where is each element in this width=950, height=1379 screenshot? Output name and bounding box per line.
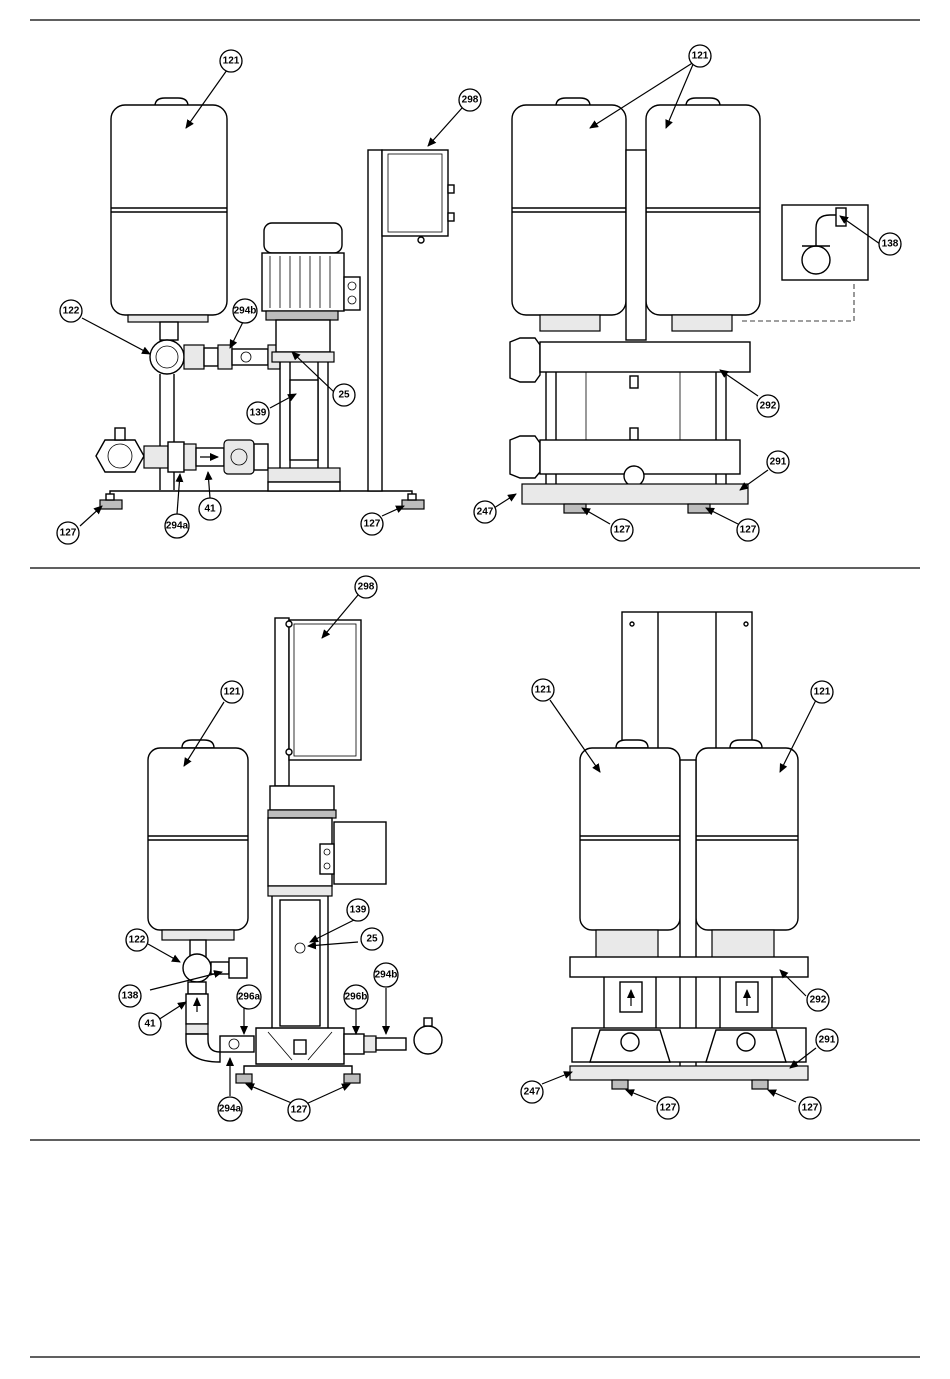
callout-296a: 296a	[237, 985, 261, 1009]
svg-text:294a: 294a	[166, 521, 189, 532]
svg-text:296a: 296a	[238, 992, 261, 1003]
svg-text:127: 127	[614, 525, 631, 536]
svg-text:139: 139	[350, 905, 367, 916]
svg-text:247: 247	[524, 1087, 541, 1098]
svg-text:41: 41	[204, 504, 216, 515]
callout-296b: 296b	[344, 985, 368, 1009]
svg-text:292: 292	[810, 995, 827, 1006]
svg-text:294b: 294b	[234, 306, 257, 317]
callout-247: 247	[474, 501, 496, 523]
callout-25: 25	[333, 384, 355, 406]
callout-25: 25	[361, 928, 383, 950]
svg-text:127: 127	[364, 519, 381, 530]
callout-292: 292	[757, 395, 779, 417]
callout-122: 122	[60, 300, 82, 322]
expansion-tank-left	[512, 98, 626, 331]
svg-text:25: 25	[366, 934, 378, 945]
svg-text:138: 138	[882, 239, 899, 250]
view-single-pump-side	[96, 98, 454, 509]
callout-291: 291	[816, 1029, 838, 1051]
svg-text:121: 121	[224, 687, 241, 698]
callout-298: 298	[459, 89, 481, 111]
svg-text:127: 127	[291, 1105, 308, 1116]
callout-127: 127	[799, 1097, 821, 1119]
svg-text:294a: 294a	[219, 1104, 242, 1115]
callout-294a: 294a	[165, 514, 189, 538]
svg-text:122: 122	[63, 306, 80, 317]
base-frame-side	[236, 1066, 360, 1083]
svg-text:127: 127	[60, 528, 77, 539]
svg-text:298: 298	[462, 95, 479, 106]
expansion-tank-rear-right	[696, 740, 798, 960]
callout-127: 127	[288, 1099, 310, 1121]
control-box	[368, 150, 454, 491]
svg-text:291: 291	[819, 1035, 836, 1046]
callout-294b: 294b	[374, 963, 398, 987]
callout-121: 121	[689, 45, 711, 67]
callout-294b: 294b	[233, 299, 257, 323]
expansion-tank-rear-left	[580, 740, 680, 960]
callout-138: 138	[879, 233, 901, 255]
discharge-right-front	[344, 1018, 442, 1054]
view-twin-pump-front	[510, 98, 868, 513]
callout-298: 298	[355, 576, 377, 598]
callout-41: 41	[199, 498, 221, 520]
svg-text:291: 291	[770, 457, 787, 468]
svg-text:121: 121	[692, 51, 709, 62]
svg-text:121: 121	[223, 56, 240, 67]
svg-text:296b: 296b	[345, 992, 368, 1003]
svg-text:121: 121	[814, 687, 831, 698]
callout-291: 291	[767, 451, 789, 473]
svg-text:127: 127	[740, 525, 757, 536]
svg-text:127: 127	[802, 1103, 819, 1114]
suction-line	[96, 428, 268, 474]
callout-41: 41	[139, 1013, 161, 1035]
callout-121: 121	[221, 681, 243, 703]
svg-text:127: 127	[660, 1103, 677, 1114]
callout-139: 139	[347, 899, 369, 921]
callout-127: 127	[361, 513, 383, 535]
callout-122: 122	[126, 929, 148, 951]
svg-text:294b: 294b	[375, 970, 398, 981]
callout-127: 127	[611, 519, 633, 541]
svg-text:41: 41	[144, 1019, 156, 1030]
base-frame-rear	[570, 1066, 808, 1089]
callout-127: 127	[57, 522, 79, 544]
svg-text:25: 25	[338, 390, 350, 401]
callout-139: 139	[247, 402, 269, 424]
view-single-pump-front	[148, 618, 442, 1083]
callout-121: 121	[532, 679, 554, 701]
view-twin-pump-rear	[570, 612, 808, 1089]
expansion-tank	[111, 98, 227, 340]
svg-text:122: 122	[129, 935, 146, 946]
base-frame-front	[522, 484, 748, 513]
svg-text:298: 298	[358, 582, 375, 593]
callout-247: 247	[521, 1081, 543, 1103]
svg-text:139: 139	[250, 408, 267, 419]
callout-121: 121	[811, 681, 833, 703]
callout-127: 127	[737, 519, 759, 541]
callout-292: 292	[807, 989, 829, 1011]
callout-127: 127	[657, 1097, 679, 1119]
callout-138: 138	[119, 985, 141, 1007]
expansion-tank-front	[148, 740, 248, 960]
callout-294a: 294a	[218, 1097, 242, 1121]
svg-text:247: 247	[477, 507, 494, 518]
suction-manifold	[510, 436, 740, 486]
svg-text:121: 121	[535, 685, 552, 696]
callout-121: 121	[220, 50, 242, 72]
expansion-tank-right	[646, 98, 760, 331]
svg-text:138: 138	[122, 991, 139, 1002]
pump-unit	[262, 223, 360, 482]
svg-text:292: 292	[760, 401, 777, 412]
